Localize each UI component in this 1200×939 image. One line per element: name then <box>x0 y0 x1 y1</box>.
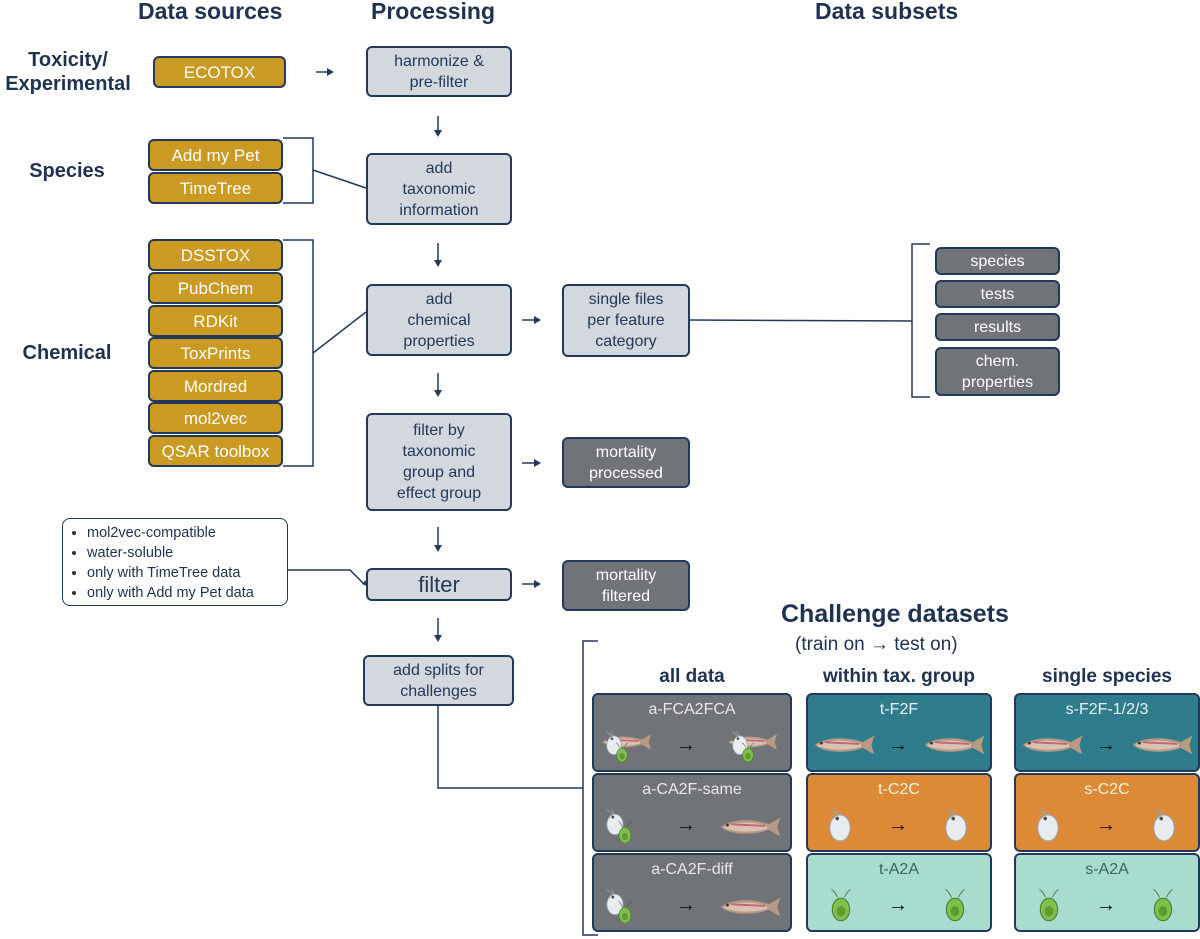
svg-text:→: → <box>888 814 908 836</box>
subset-results: results <box>935 313 1060 341</box>
card-title: a-FCA2FCA <box>648 701 736 718</box>
filter-criteria-list: mol2vec-compatible water-soluble only wi… <box>62 518 288 606</box>
process-filter-taxonomic: filter by taxonomic group and effect gro… <box>366 413 512 511</box>
card-a-ca2f-diff: a-CA2F-diff → <box>592 853 792 932</box>
fish-to-fish-icon: → <box>813 734 986 756</box>
header-processing: Processing <box>371 0 495 24</box>
svg-text:→: → <box>888 734 908 756</box>
process-taxonomic: add taxonomic information <box>366 153 512 225</box>
card-s-f2f: s-F2F-1/2/3 → <box>1014 693 1200 772</box>
card-title: s-C2C <box>1084 781 1130 798</box>
svg-text:→: → <box>676 894 696 916</box>
subtitle-train: (train on <box>795 634 865 655</box>
criteria-item: water-soluble <box>87 543 279 563</box>
source-mordred: Mordred <box>148 370 283 402</box>
source-pubchem: PubChem <box>148 272 283 304</box>
card-title: t-C2C <box>878 781 920 798</box>
algae-to-algae-icon: → <box>1038 888 1174 922</box>
card-title: s-A2A <box>1085 861 1129 878</box>
column-all-data: all data <box>659 666 725 687</box>
crustacean-algae-to-fish-icon: → <box>606 808 782 844</box>
card-t-f2f: t-F2F → <box>806 693 992 772</box>
card-title: t-A2A <box>878 861 919 878</box>
challenge-title: Challenge datasets <box>781 600 1009 628</box>
process-add-splits: add splits for challenges <box>363 655 514 706</box>
challenge-subtitle: (train on → test on) <box>795 634 958 656</box>
card-t-c2c: t-C2C → <box>806 773 992 852</box>
crustacean-algae-to-fish-icon: → <box>606 888 782 924</box>
svg-text:→: → <box>1096 894 1116 916</box>
label-species: Species <box>29 160 105 182</box>
output-mortality-filtered: mortality filtered <box>562 560 690 611</box>
label-toxicity: Toxicity/ Experimental <box>5 49 131 95</box>
column-within-group: within tax. group <box>823 666 975 687</box>
label-chemical: Chemical <box>22 342 112 364</box>
card-s-c2c: s-C2C → <box>1014 773 1200 852</box>
crustacean-to-crustacean-icon: → <box>1037 807 1175 842</box>
subtitle-test: test on) <box>894 634 958 655</box>
subset-tests: tests <box>935 280 1060 308</box>
svg-text:→: → <box>1096 734 1116 756</box>
source-add-my-pet: Add my Pet <box>148 139 283 171</box>
fish-to-fish-icon: → <box>1021 734 1194 756</box>
crustacean-to-crustacean-icon: → <box>829 807 967 842</box>
card-a-fca2fca: a-FCA2FCA → <box>592 693 792 772</box>
criteria-item: only with Add my Pet data <box>87 583 279 603</box>
criteria-item: mol2vec-compatible <box>87 523 279 543</box>
subset-chem-properties: chem. properties <box>935 347 1060 396</box>
subtitle-arrow-icon: → <box>869 634 889 655</box>
source-rdkit: RDKit <box>148 305 283 337</box>
column-single-species: single species <box>1042 666 1172 687</box>
source-qsar-toolbox: QSAR toolbox <box>148 435 283 467</box>
source-toxprints: ToxPrints <box>148 337 283 369</box>
process-filter: filter <box>366 568 512 601</box>
svg-text:→: → <box>676 734 696 756</box>
header-data-subsets: Data subsets <box>815 0 959 24</box>
process-harmonize: harmonize & pre-filter <box>366 46 512 97</box>
source-ecotox: ECOTOX <box>153 56 286 88</box>
algae-to-algae-icon: → <box>830 888 966 922</box>
card-title: s-F2F-1/2/3 <box>1065 701 1149 718</box>
source-dsstox: DSSTOX <box>148 239 283 271</box>
output-single-files: single files per feature category <box>562 284 690 357</box>
source-mol2vec: mol2vec <box>148 402 283 434</box>
card-a-ca2f-same: a-CA2F-same → <box>592 773 792 852</box>
fish-crustacean-algae-to-fish-crustacean-algae-icon: → <box>598 723 788 769</box>
process-chemical: add chemical properties <box>366 284 512 356</box>
source-timetree: TimeTree <box>148 172 283 204</box>
card-t-a2a: t-A2A → <box>806 853 992 932</box>
card-title: a-CA2F-same <box>642 781 742 798</box>
criteria-item: only with TimeTree data <box>87 563 279 583</box>
card-title: a-CA2F-diff <box>651 861 733 878</box>
card-title: t-F2F <box>879 701 919 718</box>
card-s-a2a: s-A2A → <box>1014 853 1200 932</box>
output-mortality-processed: mortality processed <box>562 437 690 488</box>
svg-text:→: → <box>676 814 696 836</box>
svg-text:→: → <box>888 894 908 916</box>
subset-species: species <box>935 247 1060 275</box>
header-data-sources: Data sources <box>138 0 283 24</box>
svg-text:→: → <box>1096 814 1116 836</box>
